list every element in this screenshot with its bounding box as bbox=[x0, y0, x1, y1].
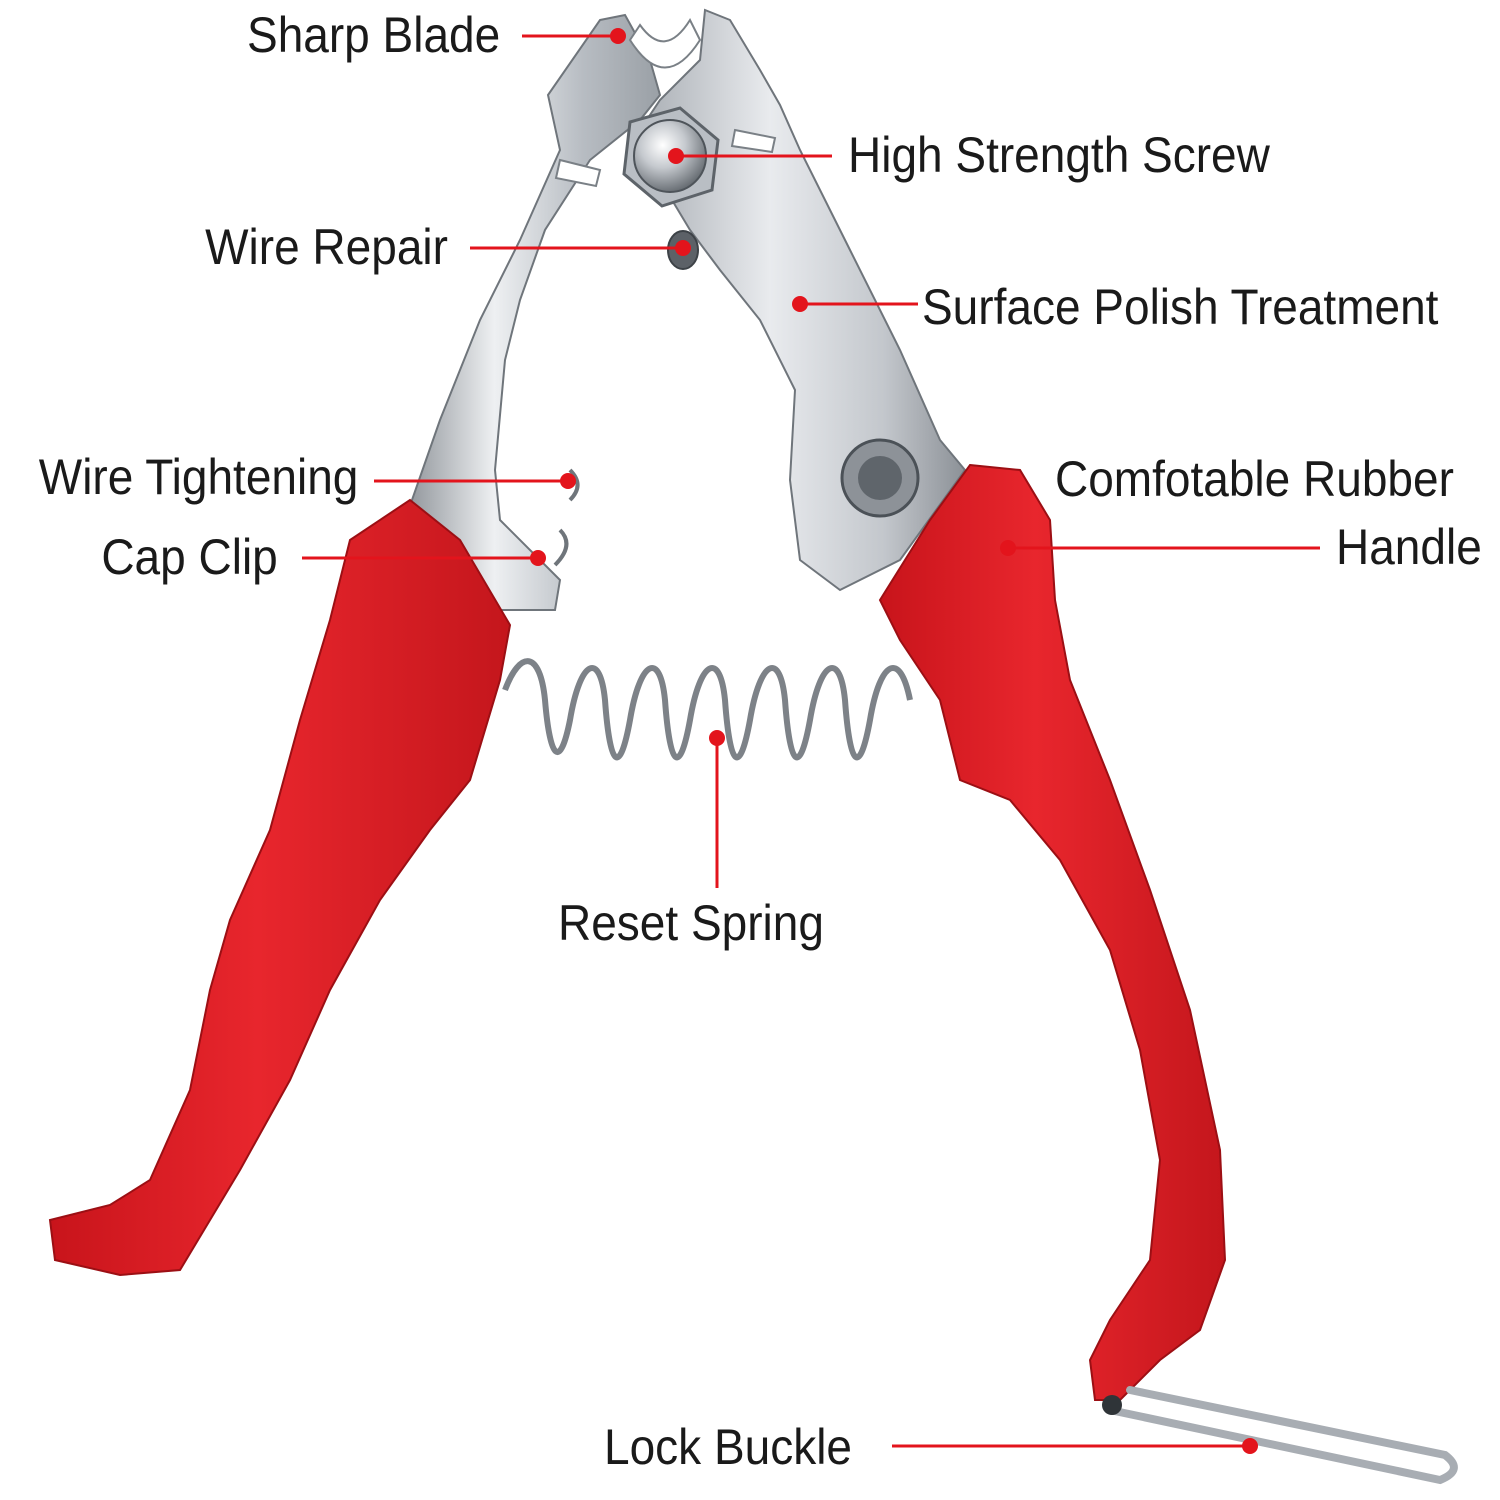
jaw-slot-right bbox=[730, 128, 777, 154]
label-cap-clip: Cap Clip bbox=[101, 529, 278, 585]
left-rubber-handle bbox=[48, 498, 512, 1277]
jaw-slot bbox=[554, 158, 602, 188]
reset-spring bbox=[502, 658, 913, 761]
label-handle: Handle bbox=[1336, 519, 1482, 575]
label-comfortable-rubber: Comfotable Rubber bbox=[1055, 451, 1454, 507]
callout-lines bbox=[302, 28, 1320, 1454]
label-surface-polish-treatment: Surface Polish Treatment bbox=[922, 279, 1439, 335]
label-wire-repair: Wire Repair bbox=[205, 219, 448, 275]
label-wire-tightening: Wire Tightening bbox=[38, 449, 358, 505]
label-sharp-blade: Sharp Blade bbox=[246, 7, 500, 63]
jaw-notch bbox=[628, 17, 702, 69]
lock-buckle-pin bbox=[1102, 1395, 1122, 1415]
tightening-notches bbox=[553, 468, 580, 567]
right-rubber-handle bbox=[878, 463, 1227, 1401]
lock-buckle-wire bbox=[1106, 1386, 1458, 1485]
left-steel-arm bbox=[403, 13, 662, 611]
rivet-center bbox=[858, 456, 902, 500]
label-lock-buckle: Lock Buckle bbox=[604, 1419, 853, 1475]
label-reset-spring: Reset Spring bbox=[558, 895, 824, 951]
label-high-strength-screw: High Strength Screw bbox=[848, 127, 1270, 183]
